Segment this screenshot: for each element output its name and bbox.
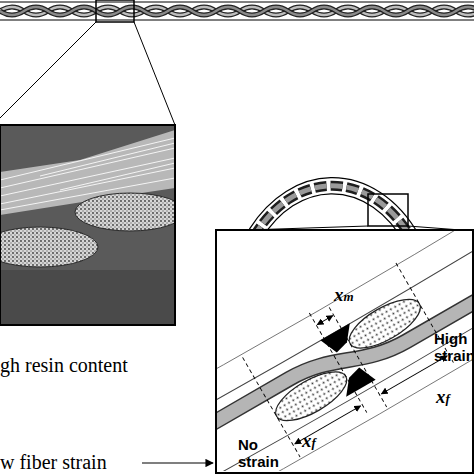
yarn-wave [0,7,474,15]
strain-label: No strain [238,436,290,471]
crossing-yarn [217,239,472,471]
strip-edge [0,20,474,21]
tow-section [269,362,354,430]
dimension-arrow [317,316,333,325]
zoom-window [96,0,134,22]
zoom-line [134,22,175,125]
micrograph-photo [0,125,175,325]
ply-line [217,231,472,444]
yarn-wave [0,7,474,15]
dimension-symbol: xf [436,386,450,408]
annotation-text: w fiber strain [0,451,107,474]
crossing-yarn [217,239,472,471]
detail-inset [217,231,472,471]
dimension-symbol: xf [302,430,316,452]
zoom-window [368,194,408,226]
zoom-line [0,22,96,118]
dimension-guide [240,263,456,457]
photo-background [0,270,175,325]
tow-section [342,290,427,358]
strain-label: High strain [434,330,474,365]
ply-detail [217,231,472,471]
tow-section [0,227,98,267]
annotation-text: gh resin content [0,354,128,377]
photo-frame [0,125,175,325]
flat-fabric-strip [0,0,474,125]
strip-edge [0,2,474,3]
pointer-arrow [142,462,213,463]
yarn-wave [0,7,474,15]
dimension-symbol: xm [334,284,354,306]
detail-frame [216,230,473,473]
yarn-wave [0,7,474,15]
tow-section [75,193,175,231]
